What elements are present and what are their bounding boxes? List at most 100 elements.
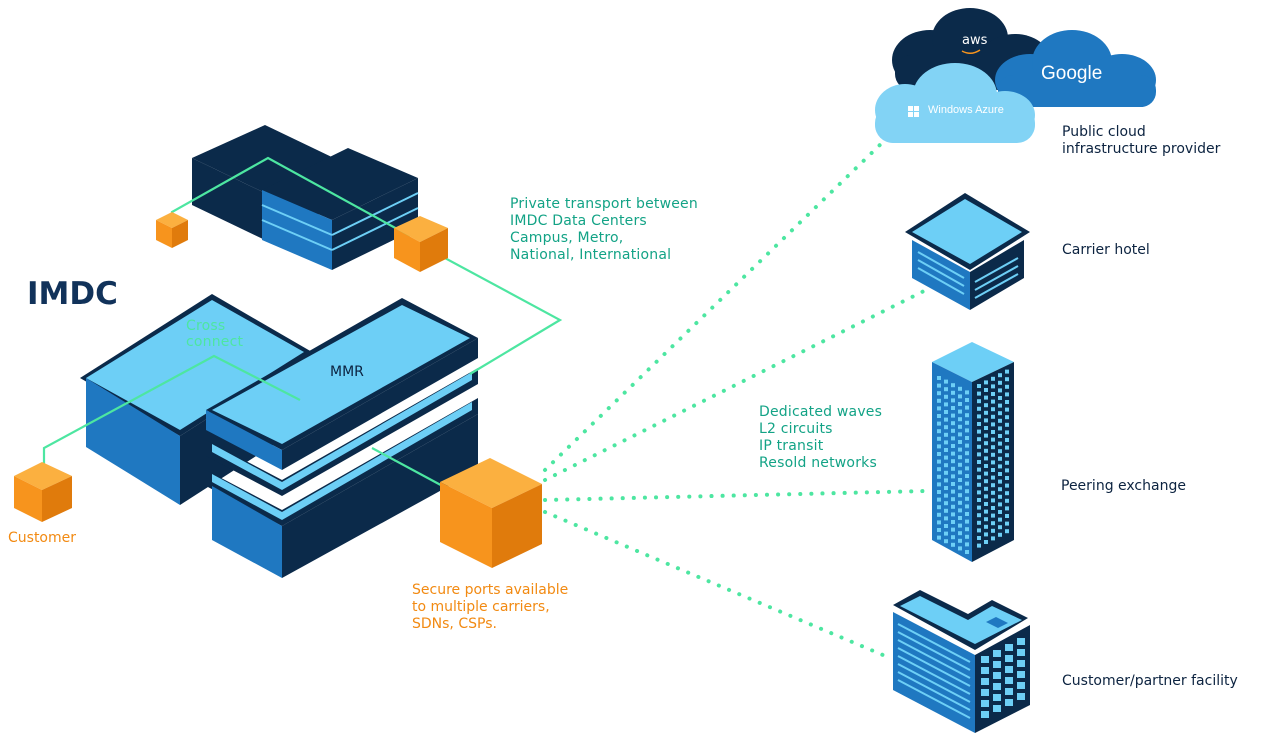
tower-window (937, 444, 941, 449)
tower-window (944, 455, 948, 460)
tower-window (998, 479, 1002, 484)
tower-window (958, 409, 962, 414)
customer-facility-icon (893, 590, 1030, 733)
tower-window (991, 414, 995, 419)
tower-window (951, 451, 955, 456)
tower-window (951, 444, 955, 448)
tower-window (998, 487, 1002, 492)
tower-window (977, 520, 981, 525)
facility-stripe (897, 647, 971, 687)
tower-window (951, 512, 955, 517)
tower-window (958, 478, 962, 482)
facility-window (993, 650, 1001, 657)
tower-window (951, 390, 955, 395)
tower-window (958, 386, 962, 391)
transport-port-cube (394, 216, 448, 272)
public-cloud-icon (875, 8, 1156, 143)
facility-stripe (897, 671, 971, 711)
google-logo-text: Google (1041, 63, 1103, 84)
customer-label: Customer (8, 530, 77, 546)
tower-window (1005, 438, 1009, 442)
tower-window (958, 470, 962, 475)
tower-window (951, 413, 955, 418)
tower-window (991, 384, 995, 389)
tower-window (991, 521, 995, 526)
tower-window (984, 509, 988, 514)
tower-window (951, 535, 955, 540)
tower-window (977, 536, 981, 540)
tower-window (937, 436, 941, 441)
tower-window (998, 396, 1002, 400)
tower-window (937, 490, 941, 494)
facility-window (993, 672, 1001, 679)
tower-window (944, 508, 948, 513)
tower-window (951, 520, 955, 524)
tower-window (951, 436, 955, 441)
cross-connect-label: Cross connect (186, 318, 244, 350)
carrier-hotel-icon (905, 193, 1030, 310)
tower-window (977, 460, 981, 464)
tower-window (944, 448, 948, 452)
tower-window (937, 520, 941, 525)
tower-window (1005, 460, 1009, 465)
tower-window (958, 394, 962, 399)
tower-window (991, 430, 995, 434)
tower-window (951, 466, 955, 471)
tower-window (944, 387, 948, 392)
tower-window (944, 516, 948, 521)
tower-window (944, 402, 948, 407)
tower-window (951, 489, 955, 494)
tower-window (977, 498, 981, 502)
tower-window (958, 462, 962, 467)
tower-window (937, 505, 941, 510)
facility-window (1005, 699, 1013, 706)
tower-window (984, 464, 988, 468)
facility-window (1005, 644, 1013, 651)
tower-window (1005, 422, 1009, 427)
tower-window (991, 452, 995, 457)
peering-exchange-icon (932, 342, 1014, 562)
tower-window (977, 384, 981, 388)
facility-window (1017, 649, 1025, 656)
private-transport-label: Private transport between IMDC Data Cent… (510, 196, 698, 263)
tower-window (951, 482, 955, 486)
tower-window (998, 494, 1002, 499)
facility-stripe (897, 663, 971, 703)
tower-window (998, 449, 1002, 454)
facility-window (1005, 655, 1013, 662)
tower-window (965, 542, 969, 547)
tower-window (1005, 491, 1009, 496)
tower-window (951, 398, 955, 403)
tower-window (991, 437, 995, 442)
tower-window (998, 426, 1002, 431)
tower-window (944, 531, 948, 536)
facility-window (993, 661, 1001, 668)
tower-window (958, 440, 962, 444)
tower-window (998, 510, 1002, 514)
tower-window (937, 406, 941, 411)
tower-window (944, 379, 948, 384)
tower-window (998, 456, 1002, 461)
facility-windows (981, 638, 1025, 718)
tower-window (958, 546, 962, 551)
tower-window (984, 395, 988, 400)
tower-window (937, 535, 941, 540)
windows-logo-icon (908, 106, 919, 117)
tower-window (937, 474, 941, 479)
tower-window (998, 464, 1002, 469)
tower-window (984, 410, 988, 415)
tower-window (958, 432, 962, 437)
tower-window (991, 483, 995, 488)
tower-window (937, 459, 941, 464)
tower-window (951, 497, 955, 502)
tower-window (991, 445, 995, 450)
tower-window (1005, 392, 1009, 397)
tower-window (984, 502, 988, 506)
tower-window (977, 429, 981, 434)
tower-window (977, 399, 981, 404)
tower-window (965, 413, 969, 418)
facility-window (981, 678, 989, 685)
tower-window (984, 524, 988, 529)
tower-window (984, 433, 988, 438)
facility-window (1017, 638, 1025, 645)
